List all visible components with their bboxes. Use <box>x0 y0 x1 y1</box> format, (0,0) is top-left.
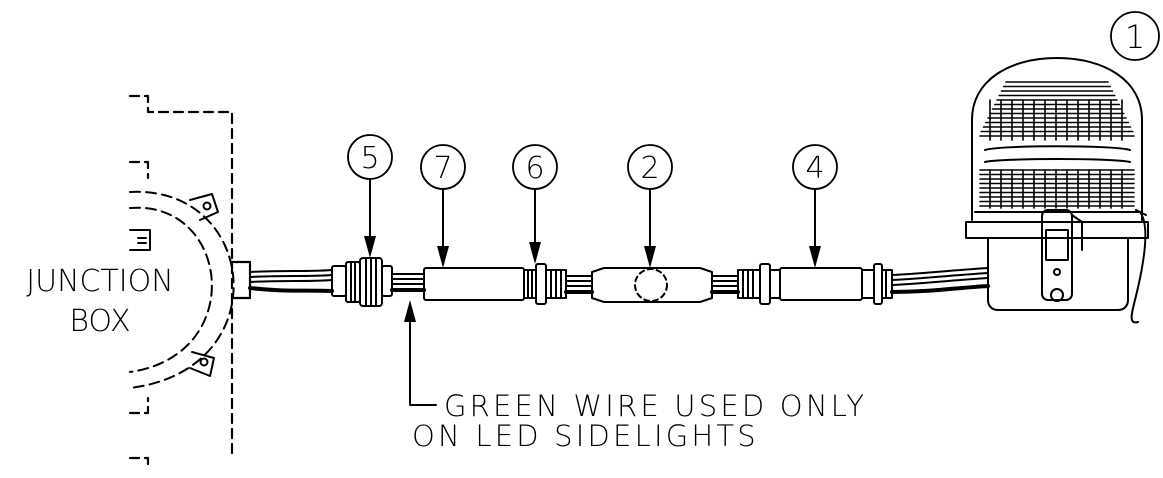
callout-7-number: 7 <box>433 151 452 186</box>
fixture-ground-lead <box>1130 209 1147 324</box>
junction-box-flange <box>129 190 235 389</box>
inline-component <box>591 267 713 303</box>
callout-cable-gland: 5 <box>347 134 393 258</box>
callout-cable-right: 4 <box>792 144 838 268</box>
callout-light-fixture: 1 <box>1110 11 1160 61</box>
flange-ear-left <box>129 229 151 251</box>
flange-ear-bottom <box>189 351 215 377</box>
connector-right-near <box>737 263 781 305</box>
connector-middle <box>523 263 567 305</box>
cable-run <box>248 267 990 294</box>
cable-left <box>423 267 525 301</box>
note-line2: ON LED SIDELIGHTS <box>412 419 759 453</box>
cable-right <box>779 267 863 301</box>
callout-inline-component: 2 <box>627 144 673 268</box>
callout-1-number: 1 <box>1125 18 1145 56</box>
callout-connector-middle: 6 <box>512 144 558 264</box>
light-fixture <box>965 57 1149 324</box>
callout-cable-left: 7 <box>420 144 466 268</box>
junction-box-outline <box>128 94 234 472</box>
green-wire-note: GREEN WIRE USED ONLY ON LED SIDELIGHTS <box>404 300 867 453</box>
fixture-ribs <box>979 81 1135 209</box>
note-line1: GREEN WIRE USED ONLY <box>444 389 867 423</box>
callout-2-number: 2 <box>640 151 659 186</box>
flange-ear-top <box>189 193 219 221</box>
junction-box-label-line2: BOX <box>69 304 130 339</box>
junction-box-hub <box>230 260 252 300</box>
junction-box: JUNCTION BOX <box>26 94 252 472</box>
fixture-housing <box>987 237 1129 311</box>
callout-5-number: 5 <box>360 141 379 176</box>
connector-right-far <box>861 263 893 305</box>
junction-box-label-line1: JUNCTION <box>26 264 173 299</box>
callout-6-number: 6 <box>525 151 544 186</box>
cable-gland <box>331 257 393 307</box>
fixture-dome <box>971 57 1143 221</box>
fixture-base-ring <box>965 211 1149 239</box>
fixture-clamp <box>1041 209 1083 302</box>
callout-4-number: 4 <box>805 151 824 186</box>
